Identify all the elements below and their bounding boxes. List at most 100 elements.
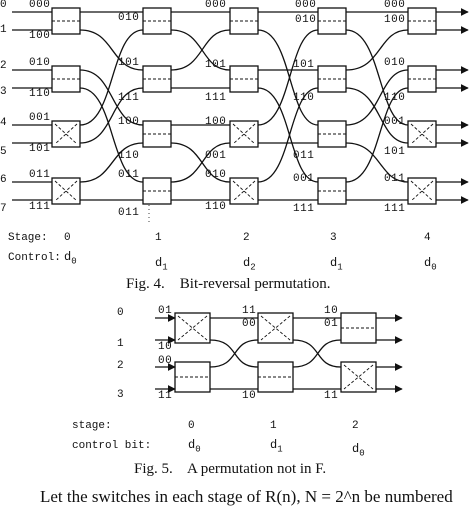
fig4-control-symbol: d1 (330, 256, 343, 273)
fig4-switches (51, 7, 437, 205)
bit-label: 101 (29, 143, 51, 155)
fig4-switch (407, 177, 437, 205)
fig4-wires (12, 8, 469, 204)
bit-label: 011 (118, 207, 140, 219)
fig5-caption: Fig. 5. A permutation not in F. (134, 461, 326, 478)
bit-label: 101 (384, 146, 406, 158)
bit-label: 000 (384, 0, 406, 11)
bit-label: 101 (293, 59, 315, 71)
fig4-row-label: 1 (0, 24, 7, 36)
bit-label: 111 (118, 92, 140, 104)
bit-label: 010 (205, 169, 227, 181)
bit-label: 010 (118, 12, 140, 24)
fig4-row-label: 5 (0, 146, 7, 158)
fig4-caption-text: Bit-reversal permutation. (179, 276, 331, 292)
fig4-row-label: 6 (0, 174, 7, 186)
fig5-row-label: 0 (117, 307, 124, 319)
fig5-switch (340, 361, 377, 393)
fig4-switch (142, 120, 172, 148)
bit-label: 100 (384, 14, 406, 26)
bit-label: 110 (205, 201, 227, 213)
bit-label: 010 (29, 57, 51, 69)
fig4-stage-number: 4 (424, 232, 431, 244)
bit-label: 01 (158, 305, 173, 317)
fig5-stage-number: 0 (188, 420, 195, 432)
bit-label: 11 (158, 390, 173, 402)
bit-label: 010 (295, 14, 317, 26)
fig4-switch (317, 177, 347, 205)
bit-label: 111 (205, 92, 227, 104)
fig5-row-label: 1 (117, 338, 124, 350)
fig4-switch (142, 65, 172, 93)
bit-label: 000 (205, 0, 227, 11)
fig4-switch (51, 177, 81, 205)
bit-label: 111 (384, 203, 406, 215)
fig4-control-row-label: Control: (8, 252, 61, 264)
fig5-caption-text: A permutation not in F. (186, 461, 327, 477)
fig4-control-symbol: d1 (155, 256, 168, 273)
fig5-control-row-label: control bit: (72, 440, 152, 452)
fig4-row-label: 0 (0, 0, 7, 11)
bit-label: 110 (118, 150, 140, 162)
fig5-row-label: 2 (117, 360, 124, 372)
bit-label: 001 (293, 173, 315, 185)
bit-label: 001 (29, 112, 51, 124)
bit-label: 10 (158, 341, 173, 353)
bit-label: 01 (324, 318, 339, 330)
fig4-switch (229, 177, 259, 205)
fig5-control-symbol: d1 (270, 438, 283, 455)
bit-label: 000 (29, 0, 51, 11)
bit-label: 000 (295, 0, 317, 11)
fig4-stage-number: 0 (64, 232, 71, 244)
fig5-caption-number: Fig. 5. (134, 461, 173, 477)
fig5-stage-number: 2 (352, 420, 359, 432)
fig5-control-symbol: d0 (188, 438, 201, 455)
fig4-row-label: 4 (0, 117, 7, 129)
fig4-switch (407, 120, 437, 148)
bit-label: 001 (205, 150, 227, 162)
fig4-control-symbol: d0 (424, 256, 437, 273)
fig4-switch (229, 120, 259, 148)
fig5-row-label: 3 (117, 389, 124, 401)
bit-label: 110 (384, 92, 406, 104)
fig4-stage-row-label: Stage: (8, 232, 48, 244)
bit-label: 11 (324, 390, 339, 402)
fig5-stage-row-label: stage: (72, 420, 112, 432)
bit-label: 011 (384, 173, 406, 185)
fig4-stage-number: 3 (330, 232, 337, 244)
fig5-network (155, 312, 403, 393)
fig4-stage-number: 2 (243, 232, 250, 244)
bit-label: 110 (29, 88, 51, 100)
bit-label: 111 (29, 201, 51, 213)
fig4-switch (51, 120, 81, 148)
bit-label: 011 (118, 169, 140, 181)
bit-label: 100 (205, 116, 227, 128)
fig5-stage-number: 1 (270, 420, 277, 432)
bit-label: 010 (384, 57, 406, 69)
bit-label: 10 (324, 305, 339, 317)
bit-label: 101 (118, 57, 140, 69)
body-text-line: Let the switches in each stage of R(n), … (40, 487, 453, 506)
fig4-switch (407, 65, 437, 93)
fig5-control-symbol: d0 (352, 442, 365, 459)
bit-label: 00 (158, 355, 173, 367)
bit-label: 011 (29, 169, 51, 181)
fig4-switch (407, 7, 437, 35)
fig5-switch (174, 312, 211, 344)
bit-label: 10 (242, 390, 257, 402)
fig4-row-label: 3 (0, 86, 7, 98)
fig4-switch (51, 7, 81, 35)
fig4-control-symbol: d2 (243, 256, 256, 273)
fig4-switch (142, 7, 172, 35)
fig4-stage-number: 1 (155, 232, 162, 244)
fig4-caption-number: Fig. 4. (126, 276, 165, 292)
fig4-switch (317, 65, 347, 93)
bit-label: 001 (384, 116, 406, 128)
fig4-switch (317, 7, 347, 35)
bit-label: 101 (205, 59, 227, 71)
fig4-row-label: 7 (0, 203, 7, 215)
bit-label: 11 (242, 305, 257, 317)
fig4-switch (51, 65, 81, 93)
fig4-network (12, 7, 469, 222)
